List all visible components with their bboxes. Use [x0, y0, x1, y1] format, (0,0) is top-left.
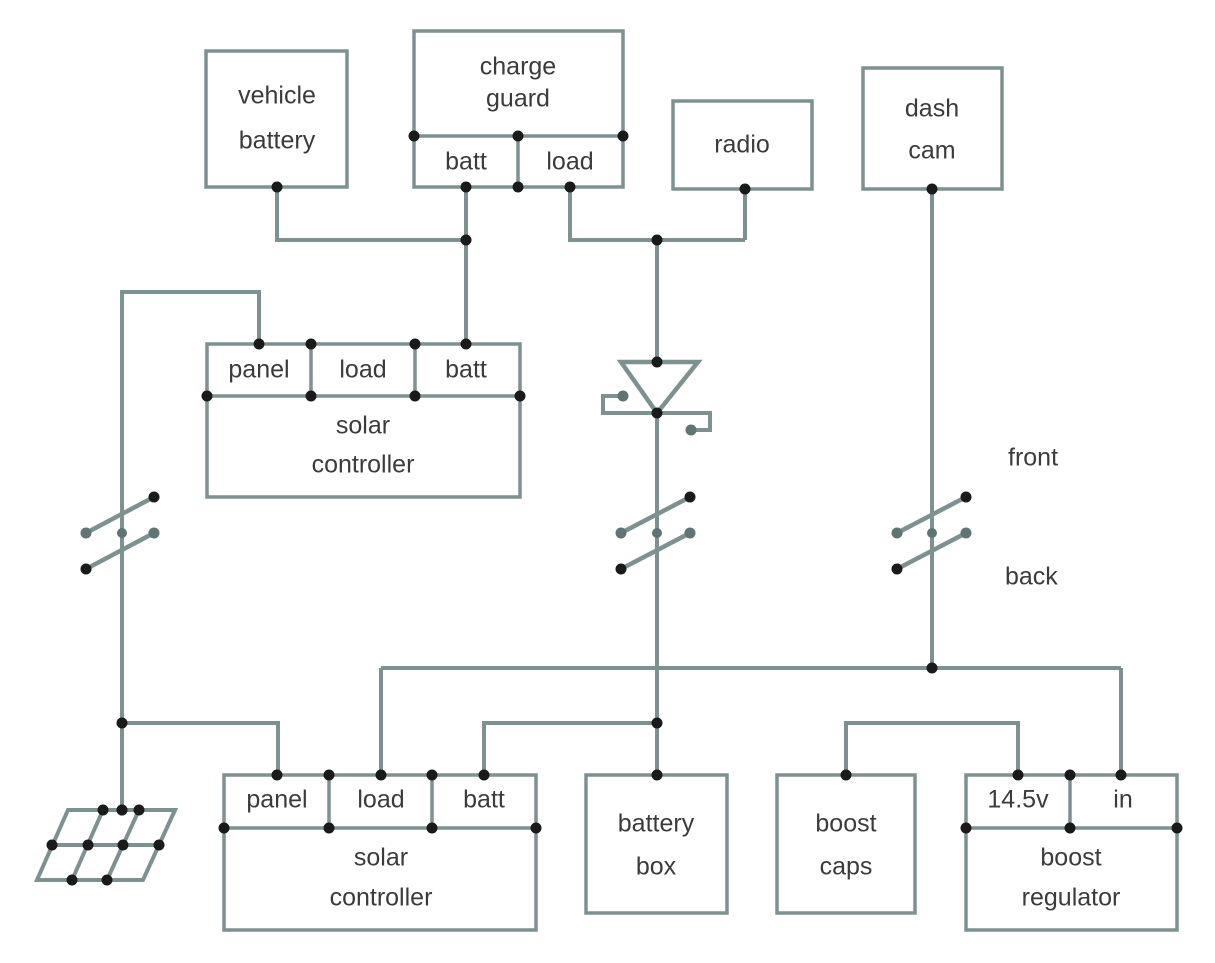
node-left-bus-junction	[116, 717, 128, 729]
node-sc-bot-div2-top	[426, 769, 438, 781]
boost-regulator-terminal-in[interactable]: in	[1113, 786, 1132, 814]
node-sc-bot-row-mid1	[323, 822, 335, 834]
boost-caps-box[interactable]: boost caps	[775, 773, 917, 915]
vehicle-battery-box[interactable]: vehicle battery	[204, 49, 349, 189]
wire-vehicle-battery-to-charge-guard	[275, 187, 466, 242]
solar-top-terminal-batt[interactable]: batt	[445, 356, 487, 384]
node-charge-guard-mid-bottom	[512, 181, 524, 193]
wire-layer	[120, 187, 1123, 810]
node-sc-top-row-right	[514, 390, 526, 402]
battery-box-label-2: box	[636, 853, 677, 881]
node-boost-reg-in	[1115, 769, 1127, 781]
wire-left-junction-to-bottom-panel	[122, 721, 280, 775]
solar-bottom-label-1: solar	[354, 844, 408, 872]
node-sc-bot-row-right	[530, 822, 542, 834]
boost-caps-label-1: boost	[815, 810, 876, 838]
label-front: front	[1008, 444, 1058, 472]
charge-guard-terminal-load[interactable]: load	[546, 148, 593, 176]
node-boost-reg-row-mid	[1064, 822, 1076, 834]
node-charge-guard-div-mid	[512, 130, 524, 142]
double-pole-switch-left[interactable]	[80, 491, 160, 575]
node-boost-reg-row-right	[1171, 822, 1183, 834]
node-boost-caps-out	[840, 769, 852, 781]
node-main-bus-dashcam	[926, 662, 938, 674]
solar-controller-top-box[interactable]: panel load batt solar controller	[205, 342, 522, 499]
node-sc-top-row-left	[201, 390, 213, 402]
boost-regulator-box[interactable]: 14.5v in boost regulator	[964, 773, 1179, 932]
solar-panel-icon	[33, 804, 179, 886]
node-charge-guard-batt	[460, 181, 472, 193]
battery-box-box[interactable]: battery box	[584, 773, 729, 915]
battery-box-label-1: battery	[618, 810, 695, 838]
radio-box[interactable]: radio	[671, 99, 814, 191]
vehicle-battery-label-2: battery	[239, 127, 316, 155]
node-dash-cam-out	[926, 183, 938, 195]
solar-bottom-terminal-batt[interactable]: batt	[463, 786, 505, 814]
dash-cam-box[interactable]: dash cam	[861, 66, 1004, 191]
charge-guard-terminal-batt[interactable]: batt	[445, 148, 487, 176]
node-charge-guard-div-left	[408, 130, 420, 142]
node-charge-guard-load	[564, 181, 576, 193]
wire-charge-guard-load-bus	[568, 187, 745, 242]
double-pole-switch-middle[interactable]	[615, 491, 696, 575]
wire-left-panel-feed	[120, 290, 261, 533]
boost-regulator-terminal-145v[interactable]: 14.5v	[987, 786, 1049, 814]
node-sc-top-row-mid2	[409, 390, 421, 402]
node-boost-reg-row-left	[960, 822, 972, 834]
wire-boost-caps-to-regulator	[844, 721, 1020, 775]
charge-guard-label-2: guard	[486, 85, 550, 113]
solar-top-label-1: solar	[336, 412, 390, 440]
node-sc-bot-panel	[271, 769, 283, 781]
vehicle-battery-label-1: vehicle	[238, 82, 316, 110]
charge-guard-box[interactable]: charge guard batt load	[412, 29, 625, 189]
node-load-bus-junction	[651, 234, 663, 246]
boost-caps-label-2: caps	[820, 853, 873, 881]
node-panel-feed	[116, 804, 128, 816]
node-sc-top-div1-top	[305, 338, 317, 350]
dash-cam-label-2: cam	[908, 137, 955, 165]
node-vehicle-battery-out	[271, 181, 283, 193]
node-sc-top-panel	[253, 338, 265, 350]
node-sc-top-div2-top	[409, 338, 421, 350]
node-sc-top-row-mid1	[305, 390, 317, 402]
dash-cam-label-1: dash	[905, 95, 959, 123]
radio-label: radio	[714, 131, 770, 159]
junction-node-layer	[116, 130, 1183, 834]
node-sc-bot-div1-top	[323, 769, 335, 781]
solar-bottom-terminal-load[interactable]: load	[357, 786, 404, 814]
node-battery-box-bus	[651, 717, 663, 729]
node-boost-reg-145v	[1012, 769, 1024, 781]
node-sc-bot-load	[375, 769, 387, 781]
node-battery-box-in	[651, 769, 663, 781]
solar-controller-bottom-box[interactable]: panel load batt solar controller	[222, 773, 538, 932]
solar-top-terminal-load[interactable]: load	[339, 356, 386, 384]
double-pole-switch-right[interactable]	[891, 491, 972, 575]
node-boost-reg-div-top	[1064, 769, 1076, 781]
node-charge-guard-div-right	[617, 130, 629, 142]
solar-top-terminal-panel[interactable]: panel	[228, 356, 289, 384]
node-radio-out	[739, 183, 751, 195]
boost-regulator-label-2: regulator	[1022, 884, 1121, 912]
solar-bottom-label-2: controller	[330, 884, 433, 912]
node-batt-bus-junction	[460, 234, 472, 246]
charge-guard-label-1: charge	[480, 53, 556, 81]
solar-top-label-2: controller	[312, 451, 415, 479]
label-back: back	[1005, 563, 1058, 591]
node-sc-bot-row-mid2	[426, 822, 438, 834]
solar-bottom-terminal-panel[interactable]: panel	[246, 786, 307, 814]
node-sc-bot-batt	[478, 769, 490, 781]
node-sc-top-batt	[460, 338, 472, 350]
wire-bottom-sc-batt-to-battery-box	[482, 721, 657, 775]
boost-regulator-label-1: boost	[1040, 844, 1101, 872]
diode-icon	[601, 356, 712, 436]
node-sc-bot-row-left	[218, 822, 230, 834]
